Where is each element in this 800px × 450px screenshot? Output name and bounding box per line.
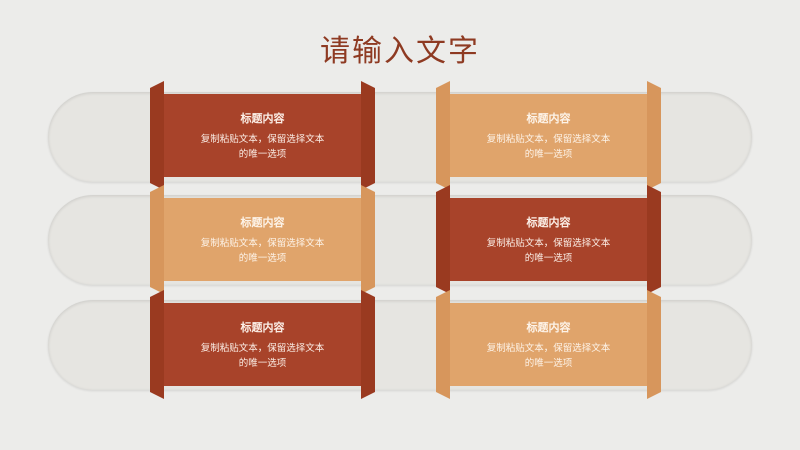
card-text-line1: 复制粘贴文本，保留选择文本 [200, 237, 325, 249]
card-text-line2: 的唯一选项 [238, 252, 287, 264]
card-title: 标题内容 [526, 320, 571, 334]
page-title: 请输入文字 [320, 34, 480, 69]
card-1[interactable]: 标题内容 复制粘贴文本，保留选择文本 的唯一选项 [150, 88, 375, 183]
card-text-line1: 复制粘贴文本，保留选择文本 [486, 237, 611, 249]
card-title: 标题内容 [240, 111, 285, 125]
card-2[interactable]: 标题内容 复制粘贴文本，保留选择文本 的唯一选项 [436, 88, 661, 183]
card-6[interactable]: 标题内容 复制粘贴文本，保留选择文本 的唯一选项 [436, 297, 661, 392]
card-3[interactable]: 标题内容 复制粘贴文本，保留选择文本 的唯一选项 [150, 192, 375, 287]
card-text-line2: 的唯一选项 [524, 357, 573, 369]
card-text-line1: 复制粘贴文本，保留选择文本 [486, 133, 611, 145]
card-text-line1: 复制粘贴文本，保留选择文本 [200, 342, 325, 354]
card-title: 标题内容 [240, 215, 285, 229]
card-text-line2: 的唯一选项 [524, 148, 573, 160]
card-4[interactable]: 标题内容 复制粘贴文本，保留选择文本 的唯一选项 [436, 192, 661, 287]
card-text-line2: 的唯一选项 [238, 148, 287, 160]
card-title: 标题内容 [526, 215, 571, 229]
card-text-line1: 复制粘贴文本，保留选择文本 [200, 133, 325, 145]
card-title: 标题内容 [526, 111, 571, 125]
card-text-line2: 的唯一选项 [524, 252, 573, 264]
card-5[interactable]: 标题内容 复制粘贴文本，保留选择文本 的唯一选项 [150, 297, 375, 392]
card-text-line1: 复制粘贴文本，保留选择文本 [486, 342, 611, 354]
card-text-line2: 的唯一选项 [238, 357, 287, 369]
card-title: 标题内容 [240, 320, 285, 334]
